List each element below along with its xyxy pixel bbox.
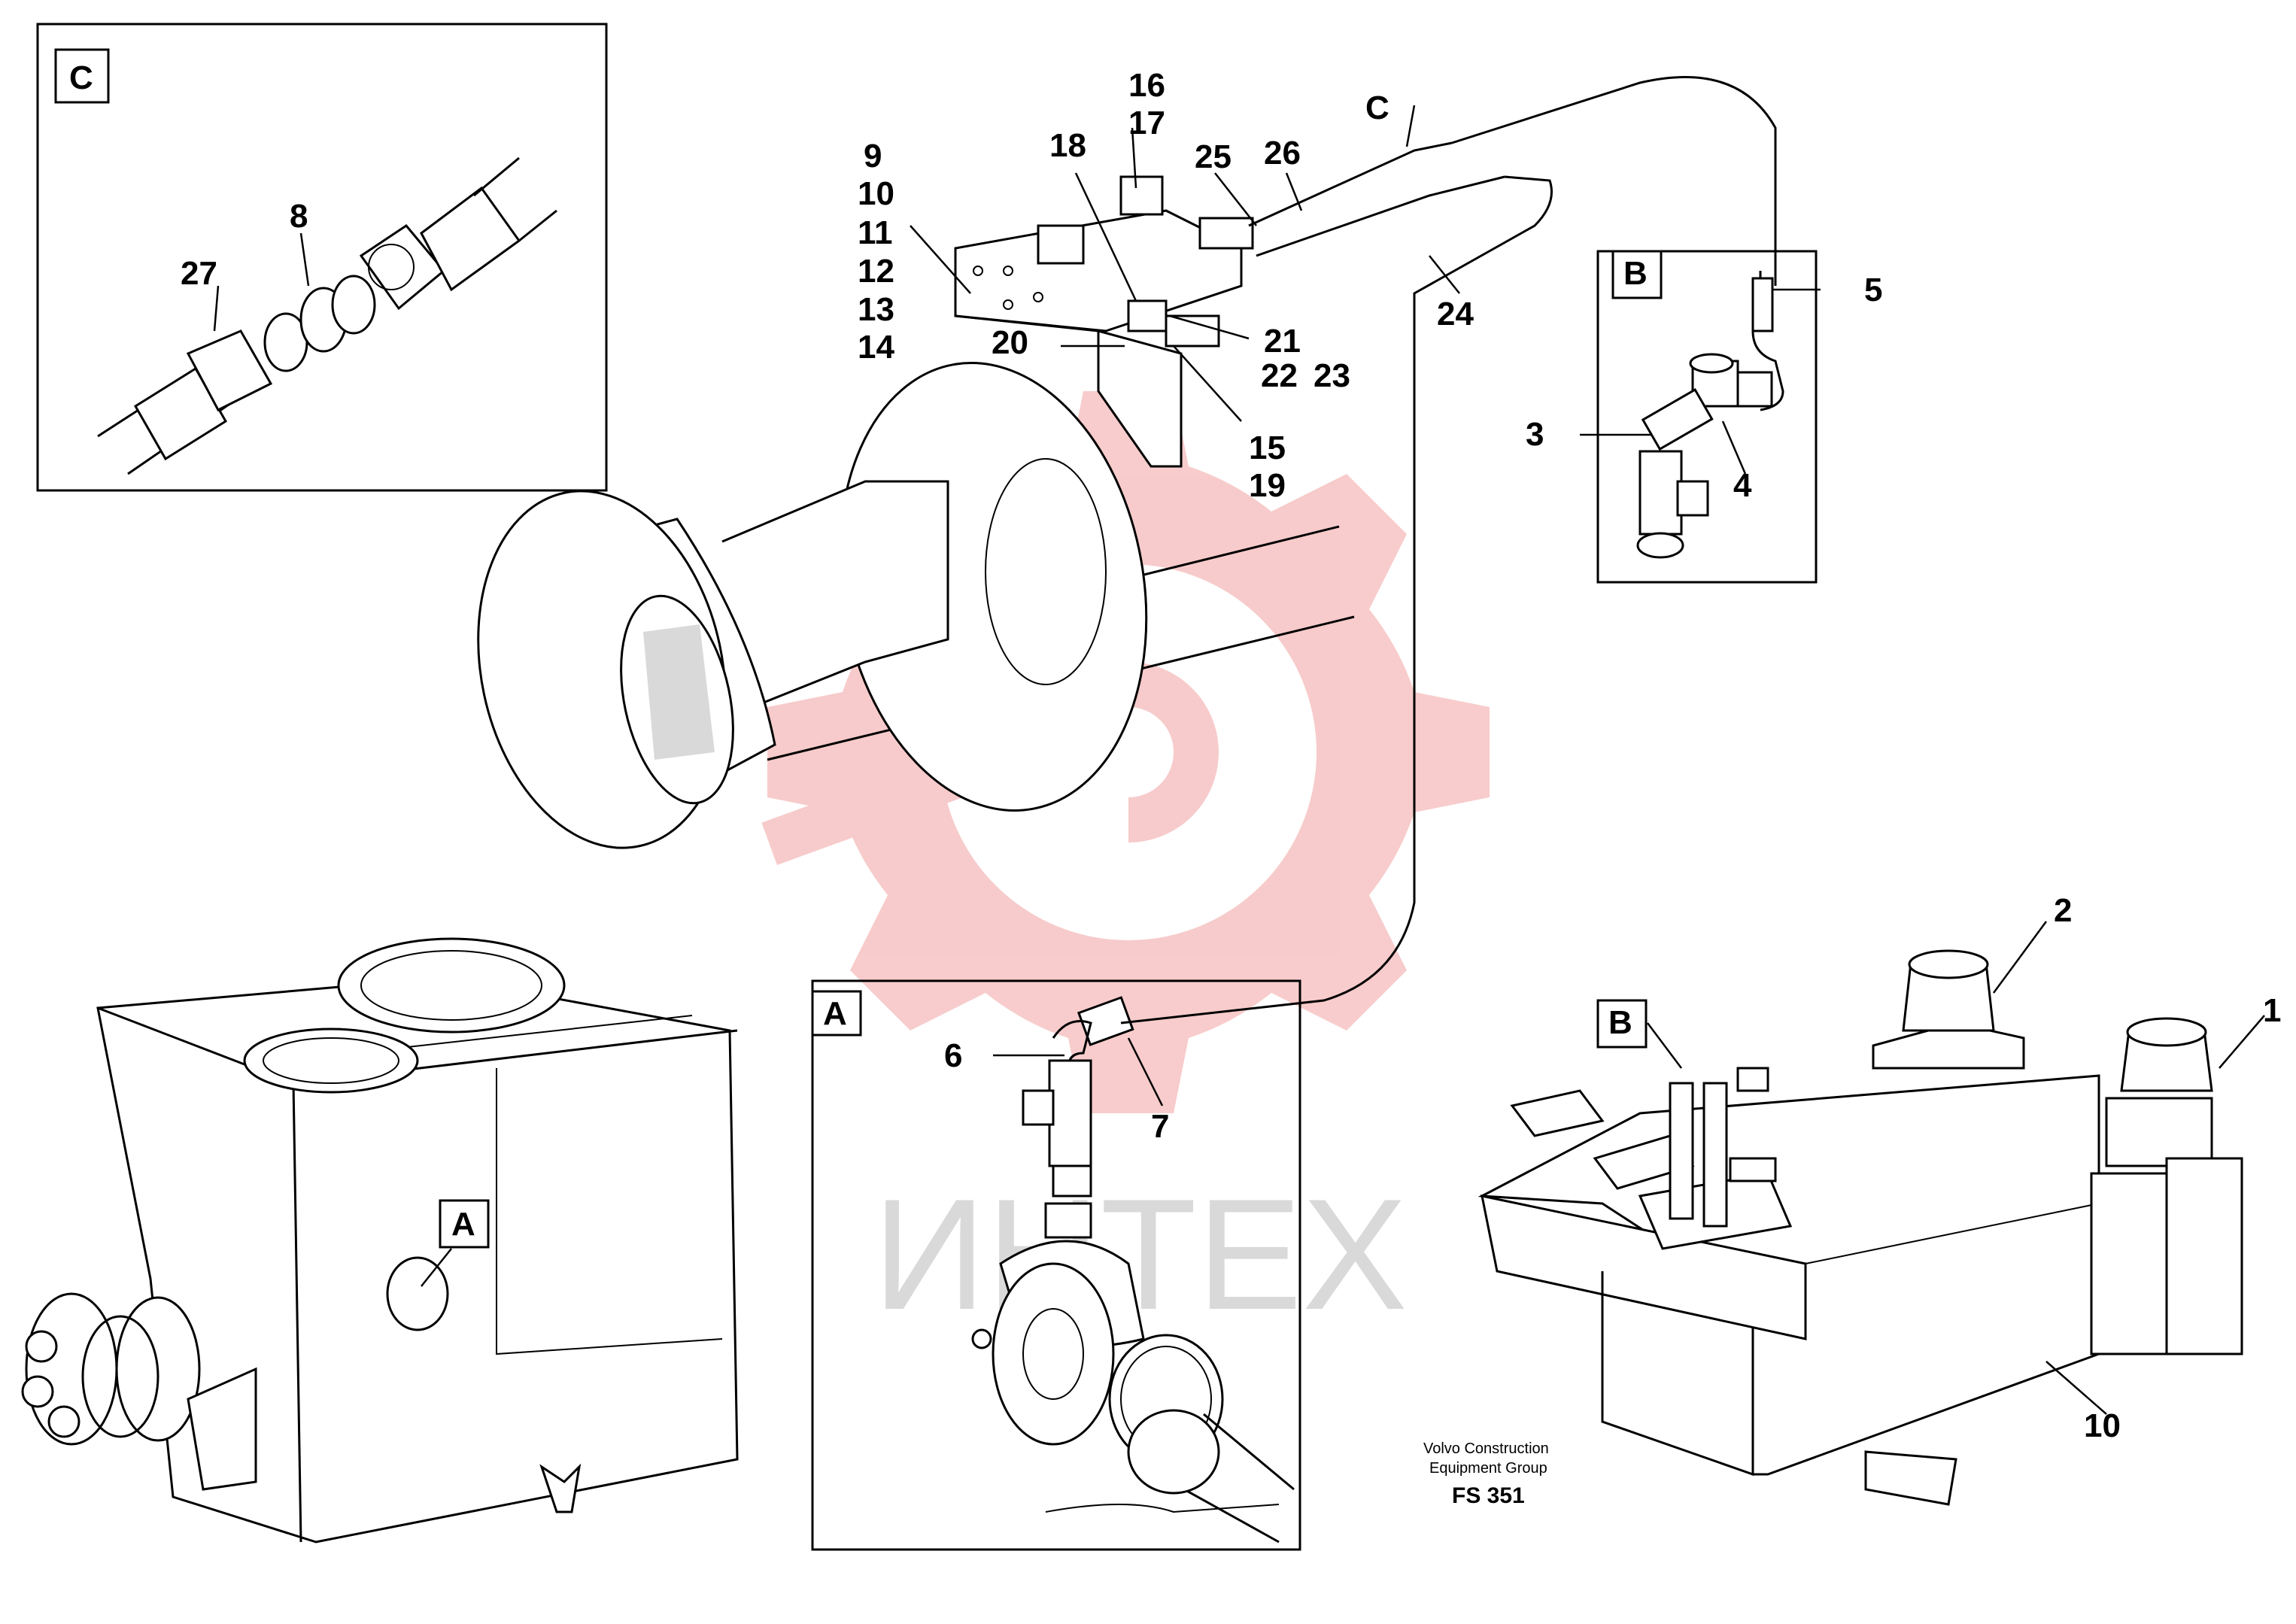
part-label-8: 8 <box>290 198 308 235</box>
part-label-12: 12 <box>858 253 894 290</box>
part-label-14: 14 <box>858 329 894 366</box>
part-label-24: 24 <box>1437 296 1474 332</box>
detail-c-panel: C <box>36 23 608 492</box>
valve-assembly <box>1478 921 2265 1506</box>
detail-b-panel: B <box>1580 250 1821 584</box>
part-label-22: 22 <box>1261 357 1298 394</box>
marker-a-on-tank: A <box>451 1206 475 1243</box>
part-label-6: 6 <box>944 1037 962 1074</box>
detail-c-letter: C <box>69 59 93 96</box>
part-label-19: 19 <box>1249 467 1286 504</box>
part-label-9: 9 <box>864 138 882 175</box>
watermark-text: ИНТЕХ <box>873 1166 1408 1343</box>
part-label-7: 7 <box>1151 1108 1169 1145</box>
marker-c-on-hose: C <box>1365 90 1389 126</box>
part-label-1: 1 <box>2263 992 2281 1029</box>
part-label-25: 25 <box>1195 138 1232 175</box>
part-label-15: 15 <box>1249 430 1286 466</box>
part-label-5: 5 <box>1864 272 1882 308</box>
part-label-13: 13 <box>858 291 894 328</box>
part-label-10: 10 <box>858 175 894 212</box>
credit-line-2: Equipment Group <box>1429 1460 1547 1477</box>
hydraulic-cylinder-assembly <box>477 76 1777 1024</box>
part-label-3: 3 <box>1526 416 1544 453</box>
part-label-26: 26 <box>1264 135 1301 172</box>
part-label-20: 20 <box>992 324 1028 361</box>
detail-a-letter: A <box>823 995 847 1032</box>
part-label-23: 23 <box>1314 357 1350 394</box>
part-label-16: 16 <box>1128 67 1165 104</box>
part-label-2: 2 <box>2054 892 2072 929</box>
part-label-10-valve: 10 <box>2084 1407 2121 1444</box>
part-label-18: 18 <box>1049 127 1086 164</box>
credit-line-1: Volvo Construction <box>1423 1440 1549 1457</box>
part-label-27: 27 <box>181 255 217 292</box>
detail-a-panel: A <box>811 979 1301 1551</box>
detail-b-letter: B <box>1623 255 1648 292</box>
credit-code: FS 351 <box>1452 1483 1525 1508</box>
hydraulic-tank <box>21 937 739 1544</box>
part-label-11: 11 <box>858 214 893 251</box>
part-label-17: 17 <box>1128 105 1165 141</box>
marker-b-on-valve: B <box>1608 1004 1632 1041</box>
part-label-21: 21 <box>1264 323 1301 360</box>
part-label-4: 4 <box>1733 467 1752 504</box>
